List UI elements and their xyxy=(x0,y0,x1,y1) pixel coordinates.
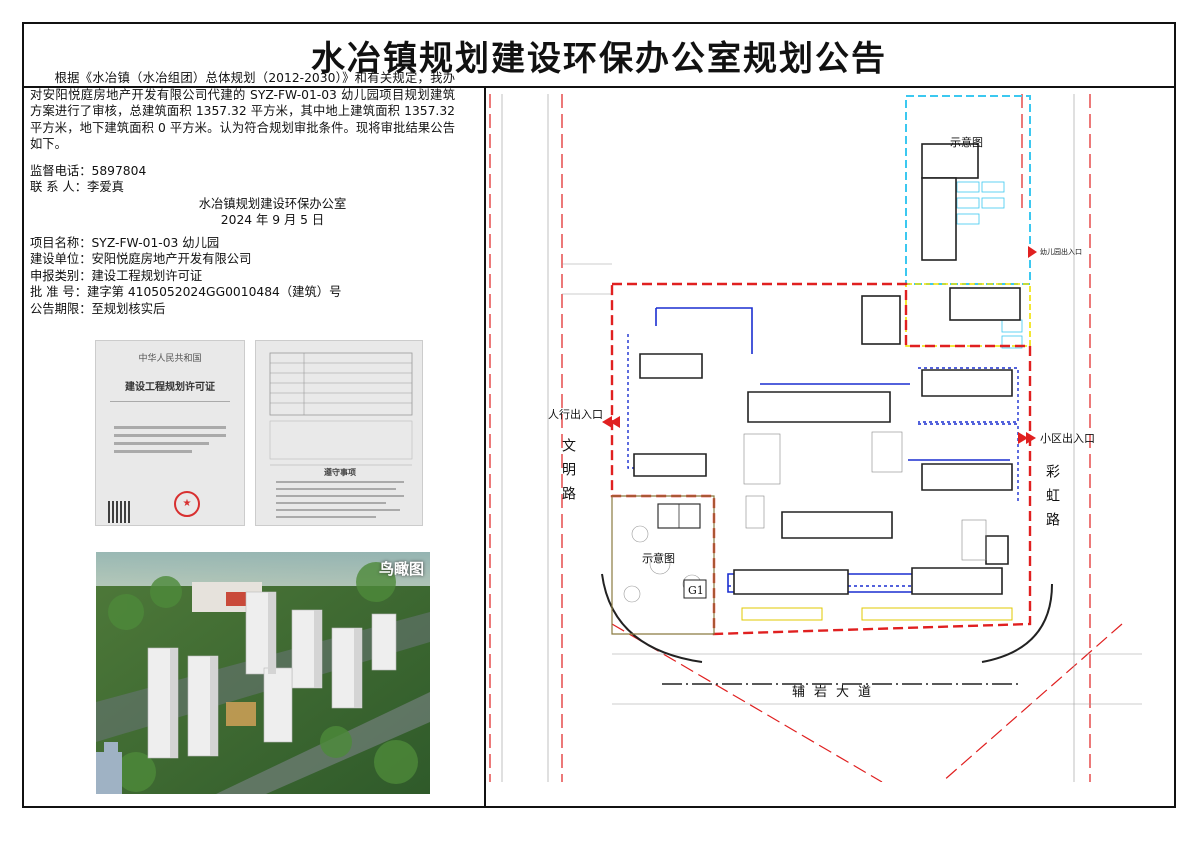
plot-code: G1 xyxy=(688,584,704,597)
unit-row: 建设单位：安阳悦庭房地产开发有限公司 xyxy=(30,251,455,268)
certificate-body-lines xyxy=(114,426,226,453)
type-value: 建设工程规划许可证 xyxy=(91,268,203,283)
certificate-table xyxy=(269,352,413,518)
type-label: 申报类别： xyxy=(30,268,92,283)
contact-value: 李爱真 xyxy=(87,180,124,194)
phone-row: 监督电话：5897804 xyxy=(30,163,455,180)
contact-row: 联 系 人：李爱真 xyxy=(30,179,455,196)
column-divider xyxy=(484,88,486,806)
project-name-row: 项目名称：SYZ-FW-01-03 幼儿园 xyxy=(30,235,455,252)
entry-north-label: 幼儿园出入口 xyxy=(1040,247,1082,256)
contact-label: 联 系 人： xyxy=(30,180,88,194)
road-west-label: 文明路 xyxy=(560,438,576,510)
unit-label: 建设单位： xyxy=(30,252,92,266)
entry-east-label: 小区出入口 xyxy=(1040,431,1095,445)
certificate-name: 建设工程规划许可证 xyxy=(125,382,215,393)
site-plan: 示意图 示意图 G1 人行出入口 小区出入口 幼儿园出入口 文明路 彩虹路 辅岩… xyxy=(462,64,1152,783)
inset-label-2: 示意图 xyxy=(642,551,675,565)
road-east-label: 彩虹路 xyxy=(1044,464,1060,536)
aerial-view-image: 鸟瞰图 xyxy=(96,552,430,794)
notice-title: 水冶镇规划建设环保办公室规划公告 xyxy=(24,24,1174,88)
inset-label: 示意图 xyxy=(950,135,983,149)
certificate-front: 中华人民共和国 建设工程规划许可证 ★ xyxy=(95,340,245,526)
approval-value: 建字第 4105052024GG0010484（建筑）号 xyxy=(87,285,342,299)
certificate-back: 遵守事项 xyxy=(255,340,423,526)
road-south-label: 辅岩大道 xyxy=(792,685,880,700)
period-label: 公告期限： xyxy=(30,301,92,316)
site-plan-drawing: 示意图 示意图 G1 人行出入口 小区出入口 幼儿园出入口 文明路 彩虹路 辅岩… xyxy=(489,94,1142,783)
red-seal-icon: ★ xyxy=(174,491,200,517)
signature-date: 2024 年 9 月 5 日 xyxy=(220,213,325,227)
certificate-country: 中华人民共和国 xyxy=(138,354,202,364)
qr-code-icon xyxy=(108,501,130,523)
unit-value: 安阳悦庭房地产开发有限公司 xyxy=(91,252,252,266)
aerial-label: 鸟瞰图 xyxy=(378,560,424,578)
approval-label: 批 准 号： xyxy=(30,285,88,299)
period-value: 至规划核实后 xyxy=(91,301,166,316)
permit-certificate: 中华人民共和国 建设工程规划许可证 ★ xyxy=(95,340,425,530)
project-name-label: 项目名称： xyxy=(30,235,92,250)
notice-frame: 水冶镇规划建设环保办公室规划公告 xyxy=(22,22,1176,808)
aerial-illustration xyxy=(96,552,430,794)
type-row: 申报类别：建设工程规划许可证 xyxy=(30,268,455,285)
signature-office: 水冶镇规划建设环保办公室 xyxy=(198,196,347,211)
entry-west-label: 人行出入口 xyxy=(548,407,603,421)
project-name-value: SYZ-FW-01-03 幼儿园 xyxy=(91,235,220,250)
approval-row: 批 准 号：建字第 4105052024GG0010484（建筑）号 xyxy=(30,284,455,301)
phone-value: 5897804 xyxy=(91,163,147,178)
period-row: 公告期限：至规划核实后 xyxy=(30,301,455,318)
certificate-notes-title: 遵守事项 xyxy=(324,468,356,477)
notice-text-column: 根据《水冶镇（水冶组团）总体规划（2012-2030）》和有关规定，我办对安阳悦… xyxy=(30,70,455,317)
intro-paragraph: 根据《水冶镇（水冶组团）总体规划（2012-2030）》和有关规定，我办对安阳悦… xyxy=(30,71,455,151)
phone-label: 监督电话： xyxy=(30,163,92,178)
